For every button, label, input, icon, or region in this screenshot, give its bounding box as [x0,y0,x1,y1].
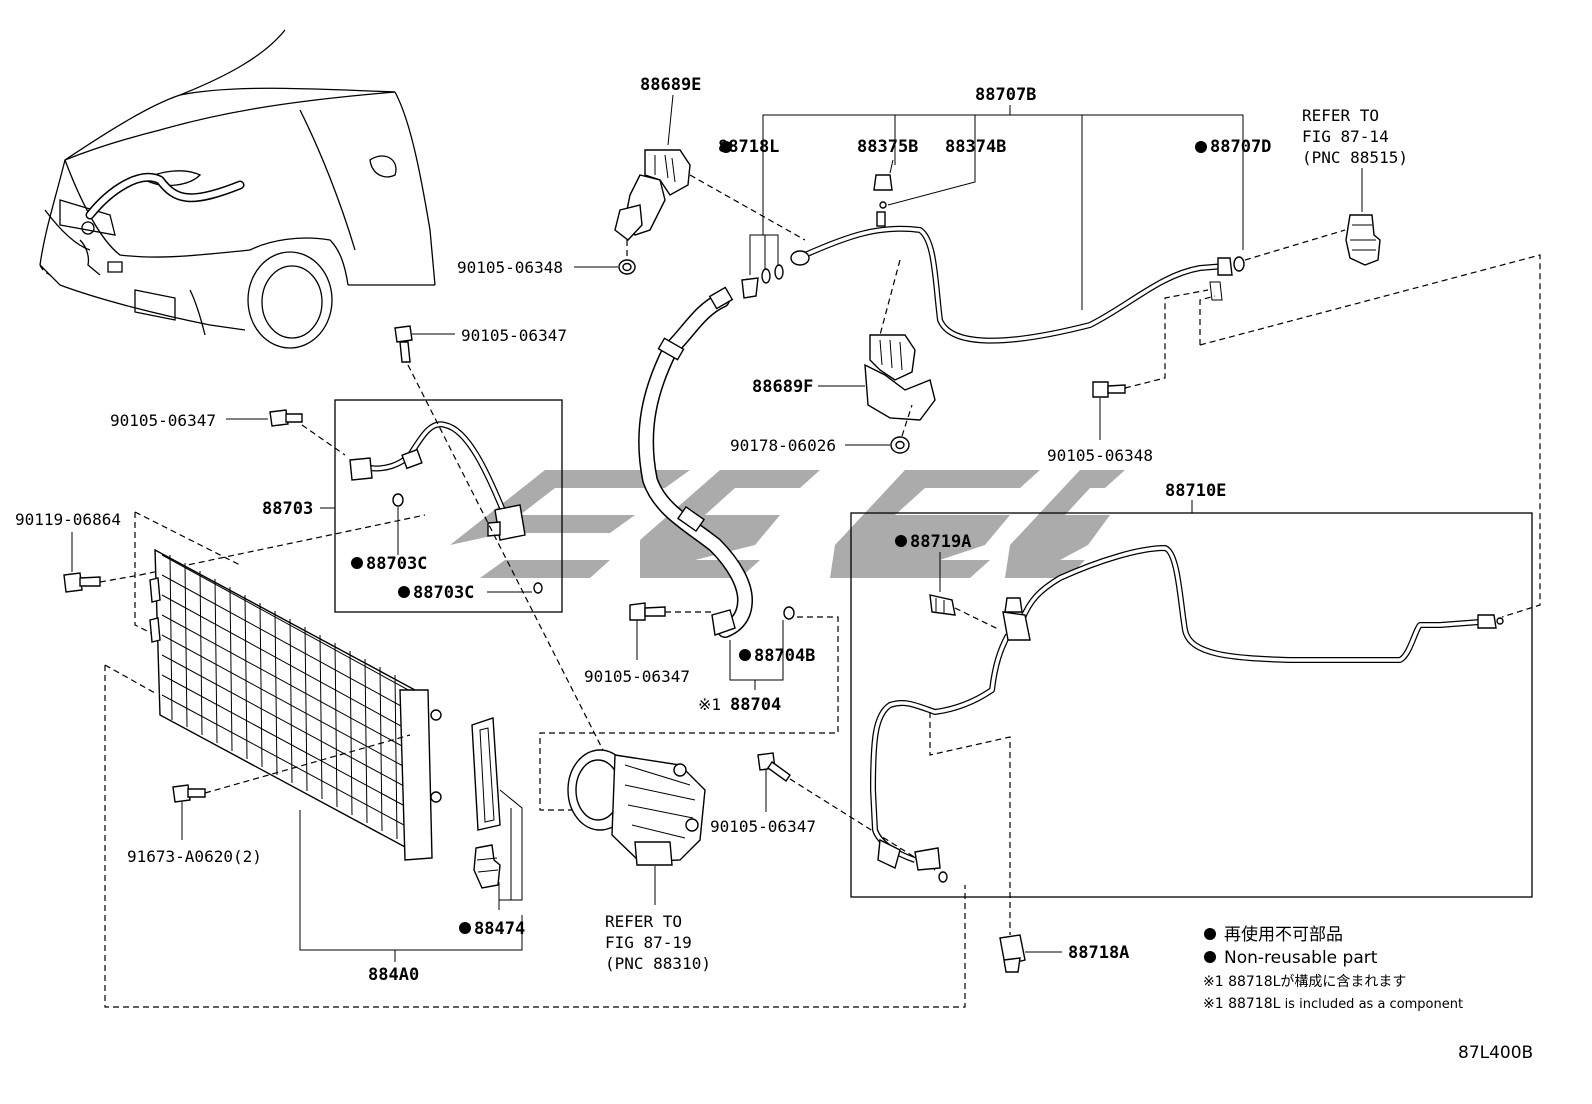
bolt-90105-06348-a [618,259,636,275]
label-90105-06348-b: 90105-06348 [1047,446,1153,465]
bolt-90119-06864 [63,572,101,593]
legend-bullet-1 [1204,928,1216,940]
label-88707D: 88707D [1210,137,1271,157]
bolt-90105-06347-a [394,325,413,363]
refer-fig-87-14-line2: FIG 87-14 [1302,127,1389,146]
refer-fig-87-19-line2: FIG 87-19 [605,933,692,952]
label-90178-06026: 90178-06026 [730,436,836,455]
non-reusable-mark-88704B [739,649,751,661]
refer-fig-87-14-line1: REFER TO [1302,106,1379,125]
legend-note-jp: ※1 88718Lが構成に含まれます [1203,974,1406,990]
legend-bullet-2 [1204,951,1216,963]
part-88515-receiver [1345,214,1381,266]
label-88704B: 88704B [754,646,815,666]
tube-88707B [790,211,1233,344]
legend-note-en-part: ※1 88718L [1203,996,1281,1012]
vehicle-front-illustration [39,29,436,349]
label-88718A: 88718A [1068,943,1129,963]
bolt-91673-A0620 [172,784,206,803]
refer-fig-87-14-line3: (PNC 88515) [1302,148,1408,167]
label-88704-note-mark: ※1 [698,695,721,714]
bolt-90105-06347-c [629,602,666,621]
bolt-90105-06347-b [269,409,303,427]
label-90105-06348-a: 90105-06348 [457,258,563,277]
label-88707B: 88707B [975,85,1036,105]
label-90105-06347-b: 90105-06347 [110,411,216,430]
bracket-88689E [614,149,691,241]
label-884A0: 884A0 [368,965,419,985]
non-reusable-mark-88703C-a [351,557,363,569]
label-88718L: 88718L [718,137,779,157]
label-88474: 88474 [474,919,525,939]
hose-88704 [638,286,753,638]
legend-line-en: Non-reusable part [1224,948,1378,968]
refer-fig-87-19-line1: REFER TO [605,912,682,931]
label-88710E: 88710E [1165,481,1226,501]
non-reusable-mark-88707D [1195,141,1207,153]
switch-88718A [999,934,1026,973]
stylized-logo-watermark [450,470,1125,578]
sensor-88719A [929,594,956,616]
label-88374B: 88374B [945,137,1006,157]
non-reusable-mark-88718L [720,141,732,153]
non-reusable-mark-88719A [895,535,907,547]
figure-code: 87L400B [1458,1043,1533,1063]
compressor-88310 [567,749,706,866]
label-90105-06347-d: 90105-06347 [710,817,816,836]
label-88719A: 88719A [910,532,971,552]
legend-line-jp: 再使用不可部品 [1224,924,1343,945]
non-reusable-mark-88703C-b [398,586,410,598]
label-88703: 88703 [262,499,313,519]
label-88703C-a: 88703C [366,554,427,574]
label-88703C-b: 88703C [413,583,474,603]
bolt-90105-06347-d [757,752,791,782]
non-reusable-mark-88474 [459,922,471,934]
refer-fig-87-19-line3: (PNC 88310) [605,954,711,973]
nut-90178-06026 [890,436,910,454]
label-90105-06347-a: 90105-06347 [461,326,567,345]
group-box-88710E [850,512,1533,898]
legend: 再使用不可部品 Non-reusable part ※1 88718Lが構成に含… [1203,924,1463,1012]
tube-88710E [870,545,1504,871]
bolt-90105-06348-b [1092,381,1126,398]
label-90119-06864: 90119-06864 [15,510,121,529]
label-88689E: 88689E [640,75,701,95]
tube-88703 [349,421,526,541]
label-88704: 88704 [730,695,781,715]
label-88689F: 88689F [752,377,813,397]
filter-88474 [471,717,501,889]
legend-note-en-a: ※1 88718L is included as a component [1203,996,1463,1012]
group-box-88703 [334,399,563,613]
label-90105-06347-c: 90105-06347 [584,667,690,686]
legend-note-en-rest: is included as a component [1280,997,1463,1012]
bracket-88689F [864,334,936,421]
condenser-884A0 [149,548,442,861]
label-88375B: 88375B [857,137,918,157]
label-91673-A0620: 91673-A0620(2) [127,847,262,866]
